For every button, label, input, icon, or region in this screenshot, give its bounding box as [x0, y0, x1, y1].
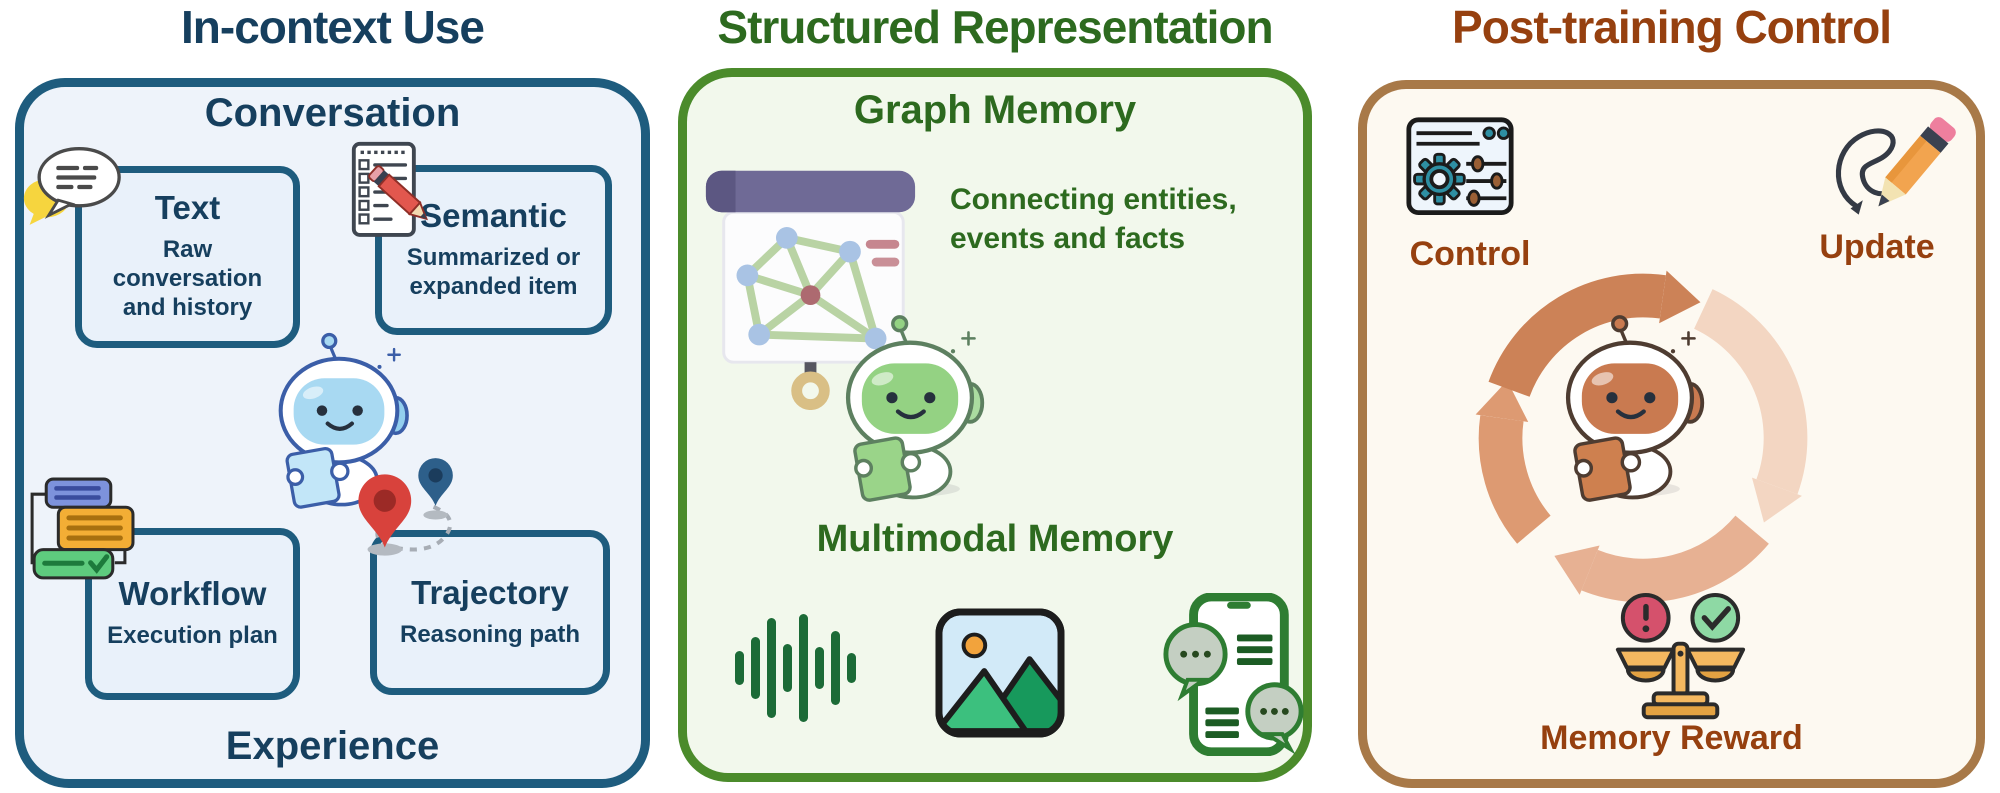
cycle-arrows-icon: [1475, 270, 1808, 603]
experience-label: Experience: [225, 724, 440, 768]
graph-board-icon: [705, 170, 916, 410]
box-desc: Raw conversation and history: [112, 236, 263, 321]
panel-title-post-training-control: Post-training Control: [1452, 1, 1892, 53]
graph-caption: Connecting entities, events and facts: [950, 183, 1237, 255]
chat-bubbles-icon: [23, 147, 121, 225]
text-box: Text Raw conversation and history: [75, 166, 300, 348]
trajectory-box: Trajectory Reasoning path: [370, 530, 610, 695]
green-robot-mascot: [824, 310, 996, 504]
control-label: Control: [1409, 235, 1531, 273]
panel-structured-representation: Graph Memory Connecting entities, eve: [678, 68, 1312, 782]
box-title: Text: [154, 189, 221, 227]
settings-window-icon: [1406, 117, 1514, 215]
multimodal-memory-heading: Multimodal Memory: [816, 518, 1174, 560]
panel-in-context-use: Conversation Text Raw conversation and h…: [15, 78, 650, 788]
workflow-box: Workflow Execution plan: [85, 528, 300, 700]
box-title: Workflow: [118, 575, 267, 613]
box-title: Semantic: [420, 196, 567, 234]
box-desc: Summarized or expanded item: [406, 243, 581, 300]
box-desc: Reasoning path: [399, 620, 580, 648]
image-icon: [935, 608, 1065, 738]
panel-post-training-control: Control Update: [1358, 80, 1985, 788]
workflow-cards-icon: [30, 477, 135, 580]
map-pins-icon: [358, 458, 453, 556]
phone-chat-icon: [1163, 593, 1304, 756]
audio-waveform-icon: [735, 614, 856, 722]
memory-reward-label: Memory Reward: [1540, 719, 1803, 757]
checklist-pencil-icon: [351, 141, 429, 237]
panel-title-structured-representation: Structured Representation: [717, 1, 1273, 53]
pencil-scribble-icon: [1835, 117, 1956, 215]
update-label: Update: [1819, 228, 1935, 266]
conversation-label: Conversation: [204, 91, 461, 135]
box-title: Trajectory: [411, 573, 569, 611]
box-desc: Execution plan: [107, 622, 278, 650]
balance-scale-icon: [1615, 592, 1746, 720]
panel-title-in-context-use: In-context Use: [181, 1, 485, 53]
orange-robot-mascot: [1544, 310, 1716, 504]
graph-memory-heading: Graph Memory: [853, 88, 1137, 132]
